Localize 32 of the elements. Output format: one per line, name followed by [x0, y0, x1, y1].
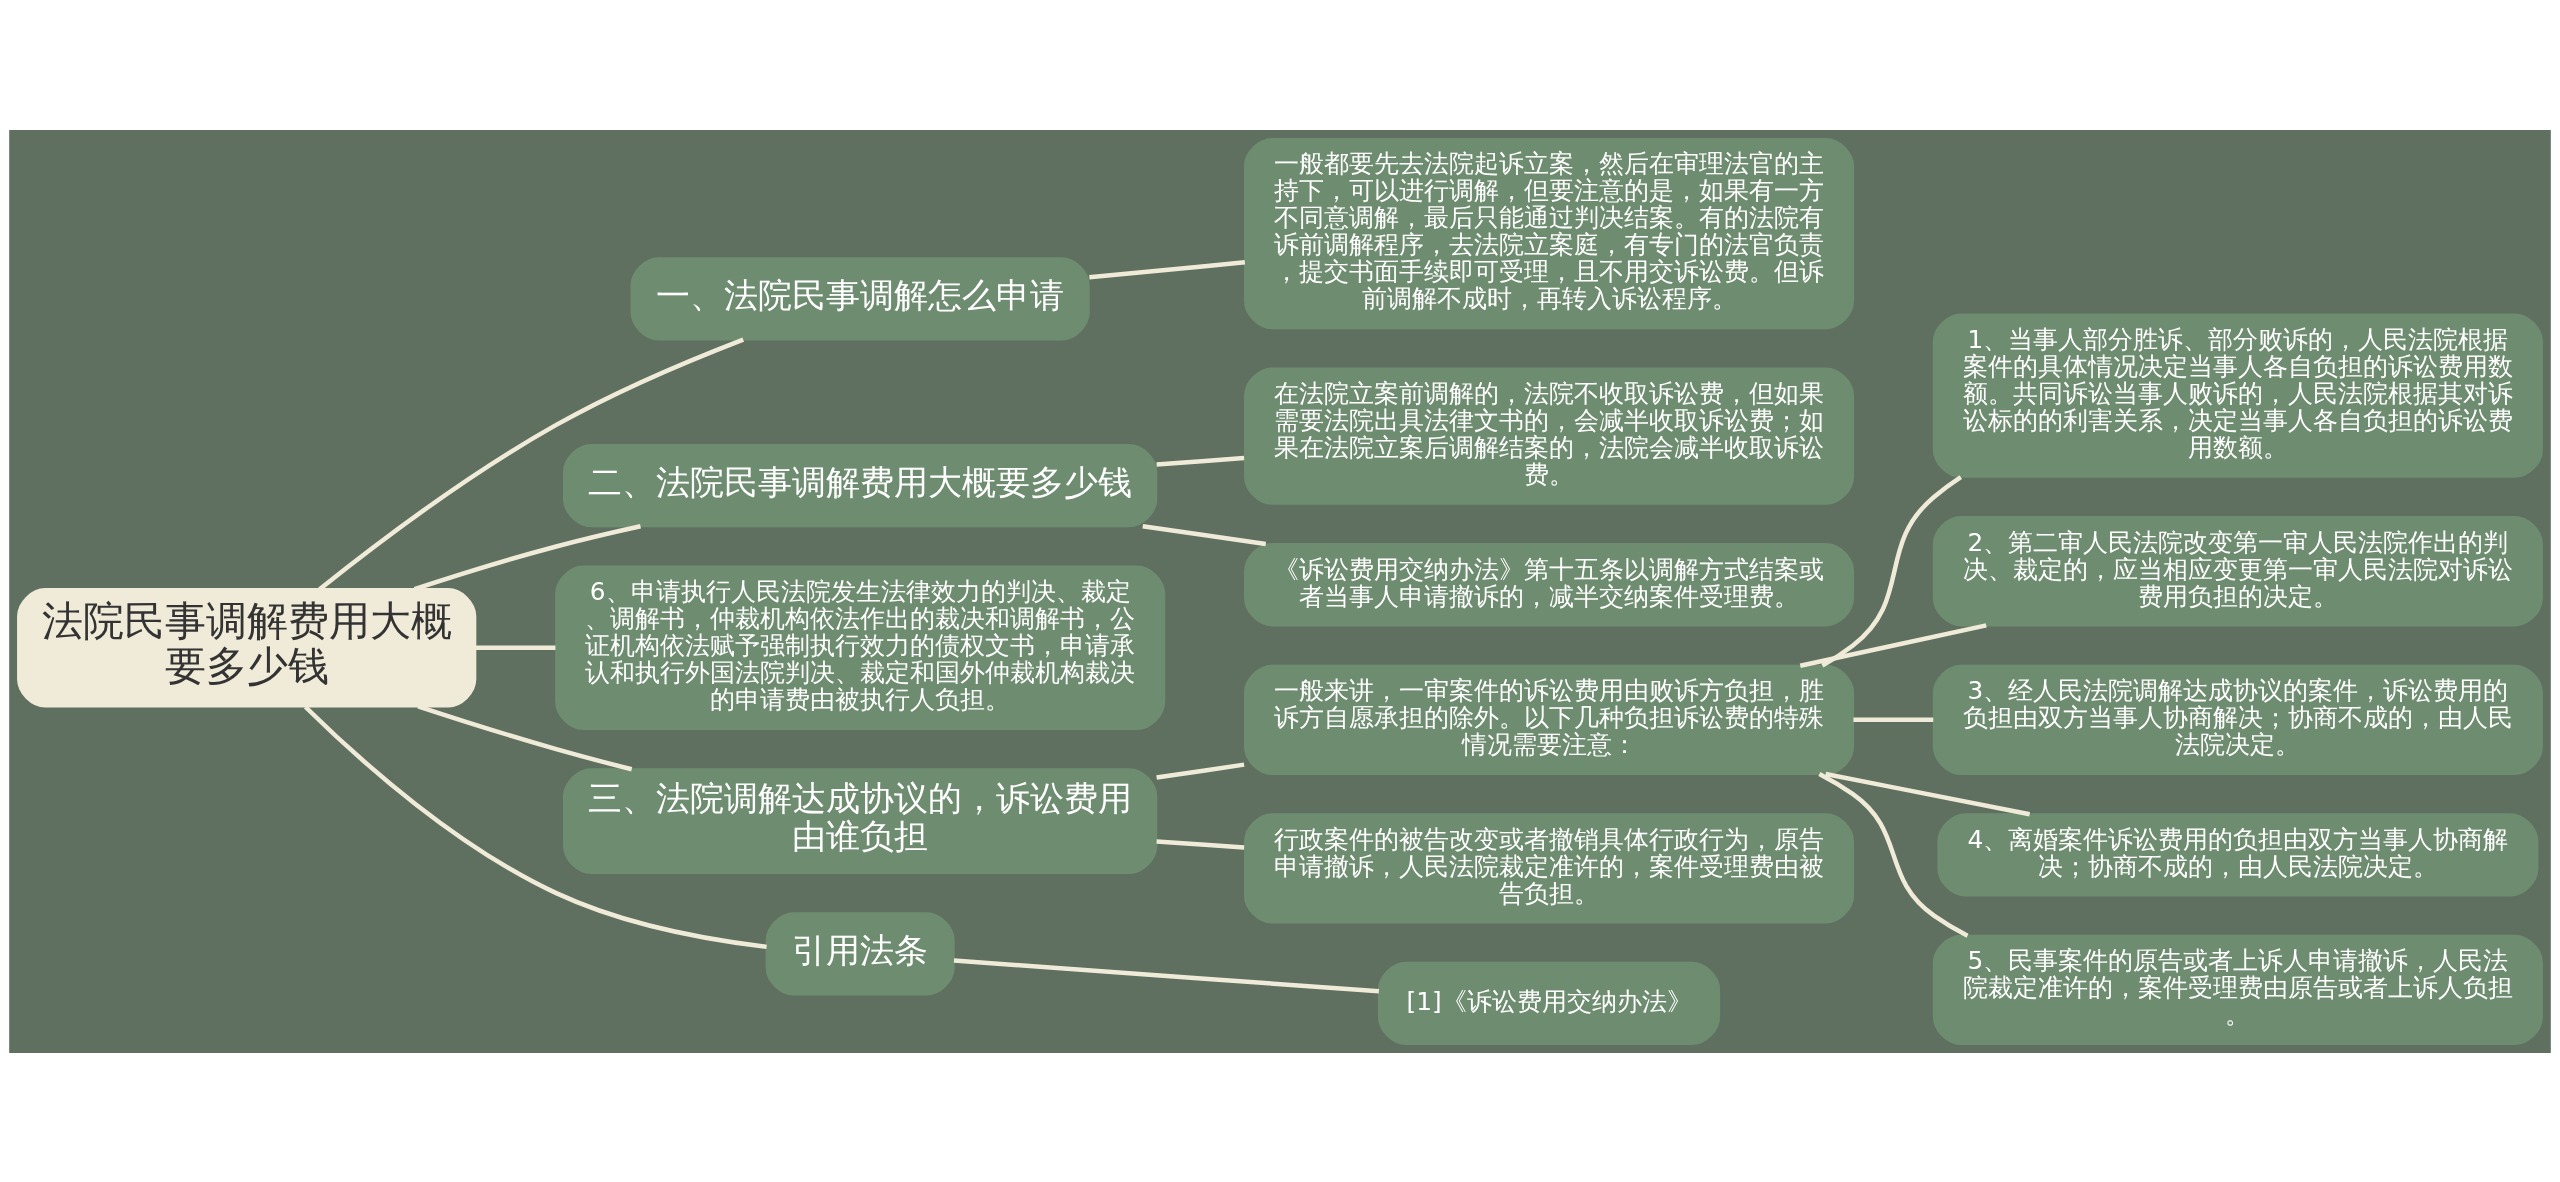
- connector: [1089, 259, 1246, 279]
- connector: [1821, 474, 1963, 668]
- connector: [475, 645, 556, 650]
- connector: [1156, 455, 1245, 467]
- node-box: [1]《诉讼费用交纳办法》: [1377, 961, 1721, 1045]
- connector: [1142, 523, 1267, 546]
- node-box: 《诉讼费用交纳办法》第十五条以调解方式结案或者当事人申请撤诉的，减半交纳案件受理费。: [1244, 542, 1855, 626]
- node-box: 5、民事案件的原告或者上诉人申请撤诉，人民法院裁定准许的，案件受理费由原告或者上诉人负担。: [1932, 934, 2543, 1045]
- connector: [1818, 771, 1969, 938]
- connector: [303, 704, 767, 949]
- node-box: 二、法院民事调解费用大概要多少钱: [563, 443, 1158, 527]
- connector: [1799, 622, 1987, 668]
- connector: [1156, 838, 1245, 850]
- connector: [1825, 771, 2031, 816]
- connector: [318, 336, 745, 591]
- node-box: 一般都要先去法院起诉立案，然后在审理法官的主持下，可以进行调解，但要注意的是，如果有一方不同意调解，最后只能通过判决结案。有的法院有诉前调解程序，去法院立案庭，有专门的法官负责，提交书面手续即可受理，且不用交诉讼费。但诉前调解不成时，再转入诉讼程序。: [1244, 137, 1855, 329]
- node-box: 在法院立案前调解的，法院不收取诉讼费，但如果需要法院出具法律文书的，会减半收取诉讼费；如果在法院立案后调解结案的，法院会减半收取诉讼费。: [1244, 367, 1855, 505]
- node-box: 三、法院调解达成协议的，诉讼费用由谁负担: [563, 767, 1158, 874]
- node-box: 2、第二审人民法院改变第一审人民法院作出的判决、裁定的，应当相应变更第一审人民法院对诉讼费用负担的决定。: [1932, 515, 2543, 626]
- node-box: 法院民事调解费用大概要多少钱: [17, 587, 477, 707]
- node-box: 1、当事人部分胜诉、部分败诉的，人民法院根据案件的具体情况决定当事人各自负担的诉讼费用数额。共同诉讼当事人败诉的，人民法院根据其对诉讼标的的利害关系，决定当事人各自负担的诉讼费用数额。: [1932, 312, 2543, 478]
- connector: [953, 957, 1380, 994]
- node-box: 4、离婚案件诉讼费用的负担由双方当事人协商解决；协商不成的，由人民法院决定。: [1937, 812, 2539, 897]
- node-box: 引用法条: [765, 911, 955, 996]
- node-box: 3、经人民法院调解达成协议的案件，诉讼费用的负担由双方当事人协商解决；协商不成的，由人民法院决定。: [1932, 664, 2543, 775]
- node-box: 行政案件的被告改变或者撤销具体行政行为，原告申请撤诉，人民法院裁定准许的，案件受理费由被告负担。: [1244, 812, 1855, 924]
- node-box: 一般来讲，一审案件的诉讼费用由败诉方负担，胜诉方自愿承担的除外。以下几种负担诉讼费的特殊情况需要注意：: [1244, 664, 1855, 775]
- connector: [1853, 717, 1934, 722]
- connector: [1156, 761, 1245, 780]
- node-box: 6、申请执行人民法院发生法律效力的判决、裁定、调解书，仲裁机构依法作出的裁决和调解书，公证机构依法赋予强制执行效力的债权文书，申请承认和执行外国法院判决、裁定和国外仲裁机构裁决的申请费由被执行人负担。: [555, 565, 1166, 730]
- node-box: 一、法院民事调解怎么申请: [630, 256, 1090, 340]
- connector: [413, 523, 641, 591]
